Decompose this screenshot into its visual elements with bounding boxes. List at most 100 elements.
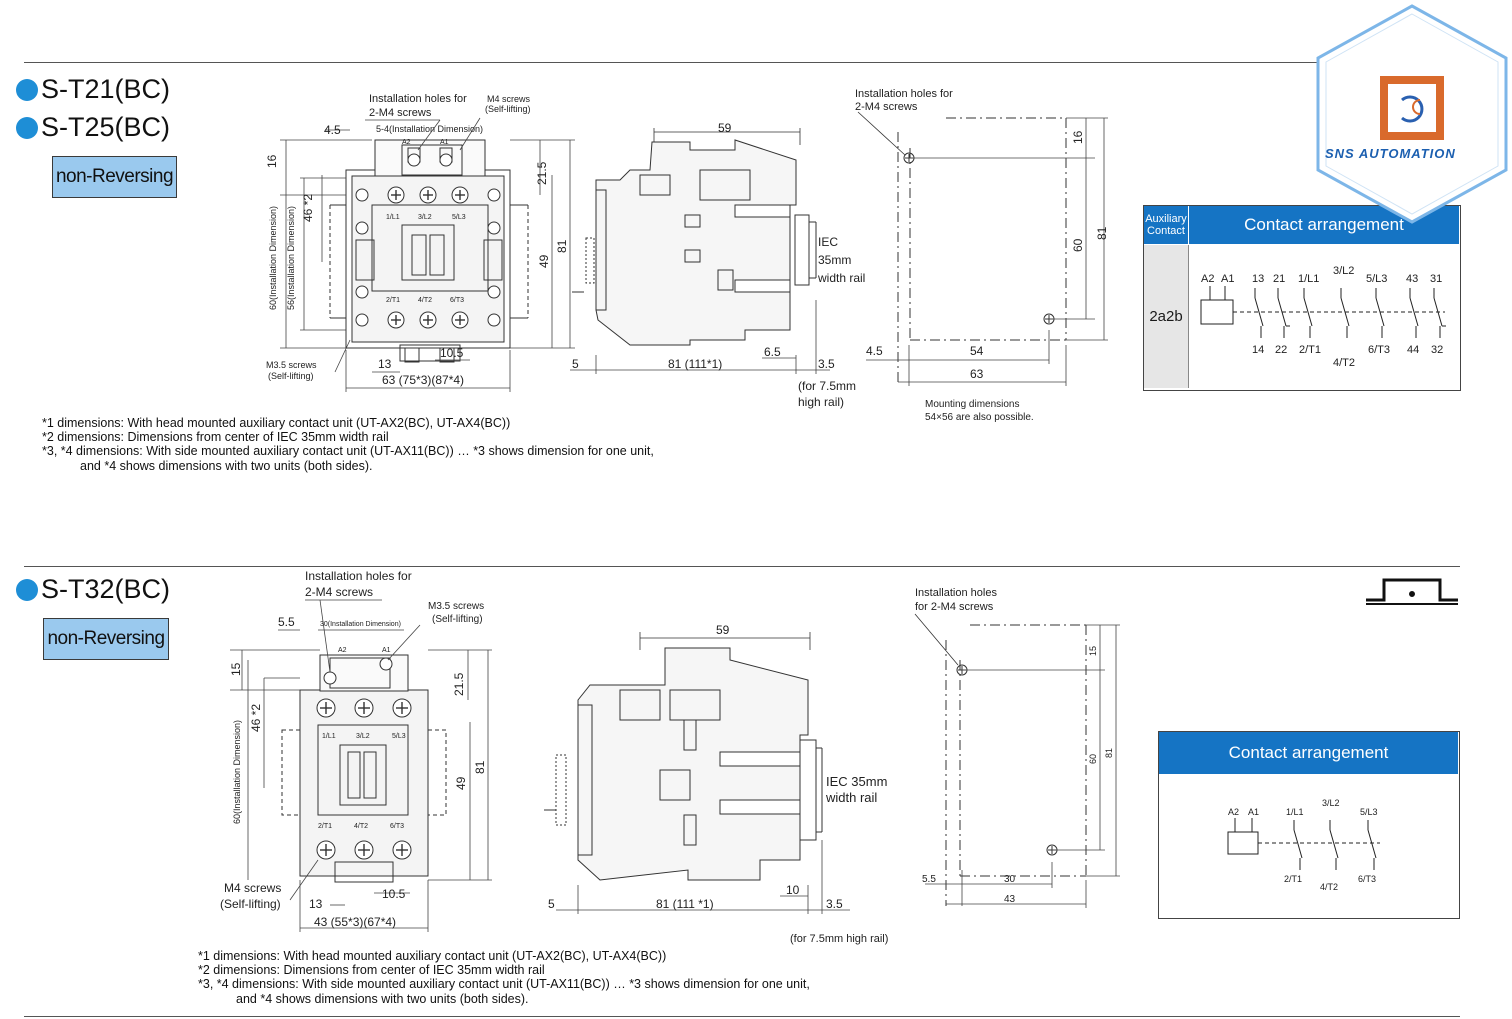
label-rail-note: (for 7.5mm: [798, 379, 856, 393]
ca-label-32: 32: [1431, 344, 1443, 356]
dim-13: 13: [378, 357, 392, 371]
section1-note-2: *2 dimensions: Dimensions from center of…: [42, 430, 389, 444]
label-install-dim30: 30(Installation Dimension): [320, 621, 401, 628]
term-a2: A2: [402, 139, 411, 146]
mount-dim-81-st32: 81: [1104, 748, 1114, 758]
section2-note-2: *2 dimensions: Dimensions from center of…: [198, 963, 545, 977]
ca2-label-5l3: 5/L3: [1360, 807, 1378, 817]
term-t1-st32: 2/T1: [318, 823, 332, 830]
label-width-rail-st32: width rail: [825, 790, 877, 805]
label-m4-screws: M4 screws: [487, 94, 531, 104]
section2-note-4: and *4 shows dimensions with two units (…: [236, 992, 529, 1006]
model-title-st21: S-T21(BC): [16, 74, 170, 105]
ca-label-a2: A2: [1201, 273, 1214, 285]
dim-46-st32: 46 *2: [249, 704, 263, 732]
mount-dim-16: 16: [1071, 130, 1085, 144]
ca-label-14: 14: [1252, 344, 1264, 356]
term-a1-st32: A1: [382, 647, 391, 654]
term-l3: 5/L3: [452, 214, 466, 221]
bullet-icon: [16, 578, 38, 601]
ca2-label-3l2: 3/L2: [1322, 798, 1340, 808]
mount-dim-43-st32: 43: [1004, 894, 1016, 905]
dim-21-5: 21.5: [535, 161, 549, 185]
term-a1: A1: [440, 139, 449, 146]
ca2-label-4t2: 4/T2: [1320, 882, 1338, 892]
dim-5-5-st32: 5.5: [278, 615, 295, 629]
label-self-lifting: (Self-lifting): [485, 104, 531, 114]
mount-dim-5-5-st32: 5.5: [922, 874, 936, 885]
dim-10-5: 10.5: [440, 346, 464, 360]
dim-16: 16: [265, 154, 279, 168]
label-m4-st32: M4 screws: [224, 881, 281, 895]
dim-63: 63 (75*3)(87*4): [382, 373, 464, 387]
dim-10-5-st32: 10.5: [382, 887, 406, 901]
mount-dim-54: 54: [970, 344, 984, 358]
term-l2-st32: 3/L2: [356, 733, 370, 740]
section2-top-rule: [24, 566, 1460, 567]
mounting-holes-st21: [857, 111, 1108, 386]
logo-text: SNS AUTOMATION: [1325, 146, 1456, 161]
mount-dim-15-st32: 15: [1088, 646, 1098, 656]
page-bottom-rule: [24, 1016, 1460, 1017]
dim-15-st32: 15: [229, 662, 243, 676]
mount-note2: 54×56 are also possible.: [925, 412, 1034, 423]
term-l3-st32: 5/L3: [392, 733, 406, 740]
label-m4-self-st32: (Self-lifting): [220, 897, 281, 911]
mount-dim-60-st32: 60: [1088, 754, 1098, 764]
side-dim-3-5-st32: 3.5: [826, 897, 843, 911]
label-install-holes2: 2-M4 screws: [369, 107, 432, 119]
label-m35-st32: M3.5 screws: [428, 601, 484, 612]
term-l1-st32: 1/L1: [322, 733, 336, 740]
ca-label-21: 21: [1273, 273, 1285, 285]
dim-81: 81: [555, 239, 569, 253]
dim-46: 46 *2: [301, 194, 315, 222]
ca2-label-2t1: 2/T1: [1284, 874, 1302, 884]
ca-label-3l2: 3/L2: [1333, 265, 1354, 277]
side-dim-81: 81 (111*1): [668, 357, 722, 371]
dim-49-st32: 49: [454, 776, 468, 790]
side-dim-59: 59: [718, 121, 732, 135]
ca-label-13: 13: [1252, 273, 1264, 285]
bullet-icon: [16, 78, 38, 101]
dim-43-st32: 43 (55*3)(67*4): [314, 915, 396, 929]
non-reversing-badge-st32: non-Reversing: [43, 618, 169, 660]
mount-dim-60: 60: [1071, 238, 1085, 252]
ca-label-2t1: 2/T1: [1299, 344, 1321, 356]
ca-label-22: 22: [1275, 344, 1287, 356]
dim-60-st32: 60(Installation Dimension): [232, 720, 242, 824]
model-title-st25: S-T25(BC): [16, 112, 170, 143]
term-t2-st32: 4/T2: [354, 823, 368, 830]
mount-install-holes2: 2-M4 screws: [855, 101, 918, 113]
label-self-st32: (Self-lifting): [432, 614, 483, 625]
side-dim-3-5: 3.5: [818, 357, 835, 371]
mount-install-holes2-st32: for 2-M4 screws: [915, 601, 994, 613]
dim-13-st32: 13: [309, 897, 323, 911]
section1-top-rule: [24, 62, 1460, 63]
mount-note: Mounting dimensions: [925, 399, 1020, 410]
side-dim-5-st32: 5: [548, 897, 555, 911]
mount-dim-30-st32: 30: [1004, 874, 1016, 885]
term-t3: 6/T3: [450, 297, 464, 304]
aux-contact-value: 2a2b: [1144, 245, 1189, 388]
dim-4-5: 4.5: [324, 123, 341, 137]
mount-dim-63: 63: [970, 367, 984, 381]
ca2-label-a2: A2: [1228, 807, 1239, 817]
dim-60-install: 60(Installation Dimension): [268, 206, 278, 310]
ca-label-a1: A1: [1221, 273, 1234, 285]
ca2-label-1l1: 1/L1: [1286, 807, 1304, 817]
side-view-st32: [544, 632, 850, 914]
ca2-label-6t3: 6/T3: [1358, 874, 1376, 884]
label-install-holes: Installation holes for: [369, 93, 467, 105]
mount-dim-81: 81: [1095, 226, 1109, 240]
side-dim-81-st32: 81 (111 *1): [656, 897, 714, 911]
model-title-st32: S-T32(BC): [16, 574, 170, 605]
term-l2: 3/L2: [418, 214, 432, 221]
mount-install-holes-st32: Installation holes: [915, 587, 997, 599]
label-m35-self: (Self-lifting): [268, 371, 314, 381]
side-dim-59-st32: 59: [716, 623, 730, 637]
dim-81-st32: 81: [473, 760, 487, 774]
